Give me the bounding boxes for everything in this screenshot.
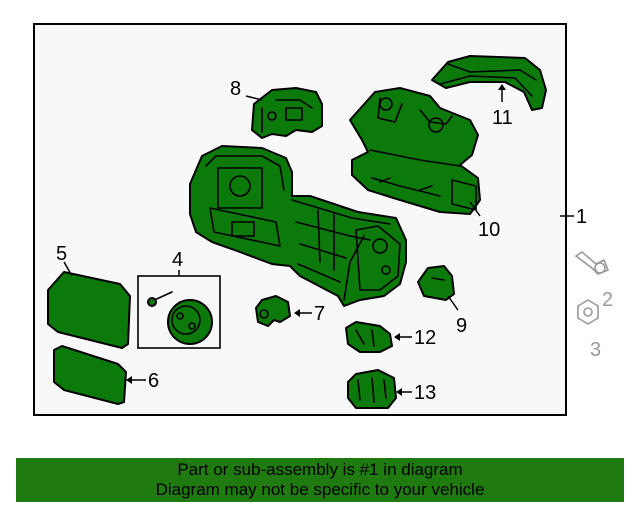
callout-2: 2: [602, 289, 613, 311]
part-6-lower-glass[interactable]: [53, 345, 127, 405]
part-10-mirror-housing[interactable]: [349, 87, 481, 215]
part-5-mirror-glass[interactable]: [47, 271, 131, 349]
callout-13: 13: [414, 382, 436, 404]
parts-diagram: 11 10 8 1: [33, 23, 613, 416]
part-4-motor[interactable]: [147, 291, 213, 345]
leader-5: [63, 261, 73, 277]
callout-10: 10: [478, 219, 500, 241]
callout-5: 5: [56, 243, 67, 265]
arrow-11: [498, 84, 506, 90]
arrow-7: [294, 309, 300, 317]
part-12-clip[interactable]: [345, 321, 393, 353]
callout-12: 12: [414, 327, 436, 349]
part-1-mirror-assembly[interactable]: [189, 145, 407, 307]
part-8-bracket[interactable]: [251, 87, 323, 139]
callout-4: 4: [172, 249, 183, 271]
callout-6: 6: [148, 370, 159, 392]
banner-line-1: Part or sub-assembly is #1 in diagram: [177, 460, 463, 479]
callout-3: 3: [590, 339, 601, 361]
banner-line-2: Diagram may not be specific to your vehi…: [155, 480, 485, 499]
part-11-mirror-cap[interactable]: [431, 55, 547, 111]
callout-1: 1: [576, 206, 587, 228]
part-7-connector[interactable]: [255, 295, 291, 327]
part-9-light-housing[interactable]: [417, 265, 455, 301]
leader-10: [469, 201, 481, 217]
arrow-13: [396, 388, 402, 396]
leader-9: [447, 295, 459, 311]
callout-7: 7: [314, 303, 325, 325]
arrow-6: [126, 376, 132, 384]
leader-8: [245, 95, 263, 101]
part-2-screw[interactable]: [574, 250, 610, 275]
part-3-nut[interactable]: [577, 299, 599, 325]
info-banner: Part or sub-assembly is #1 in diagram Di…: [16, 458, 624, 502]
callout-11: 11: [492, 107, 513, 129]
callout-9: 9: [456, 315, 467, 337]
callout-8: 8: [230, 78, 241, 100]
arrow-12: [394, 333, 400, 341]
part-13-module[interactable]: [347, 369, 397, 409]
